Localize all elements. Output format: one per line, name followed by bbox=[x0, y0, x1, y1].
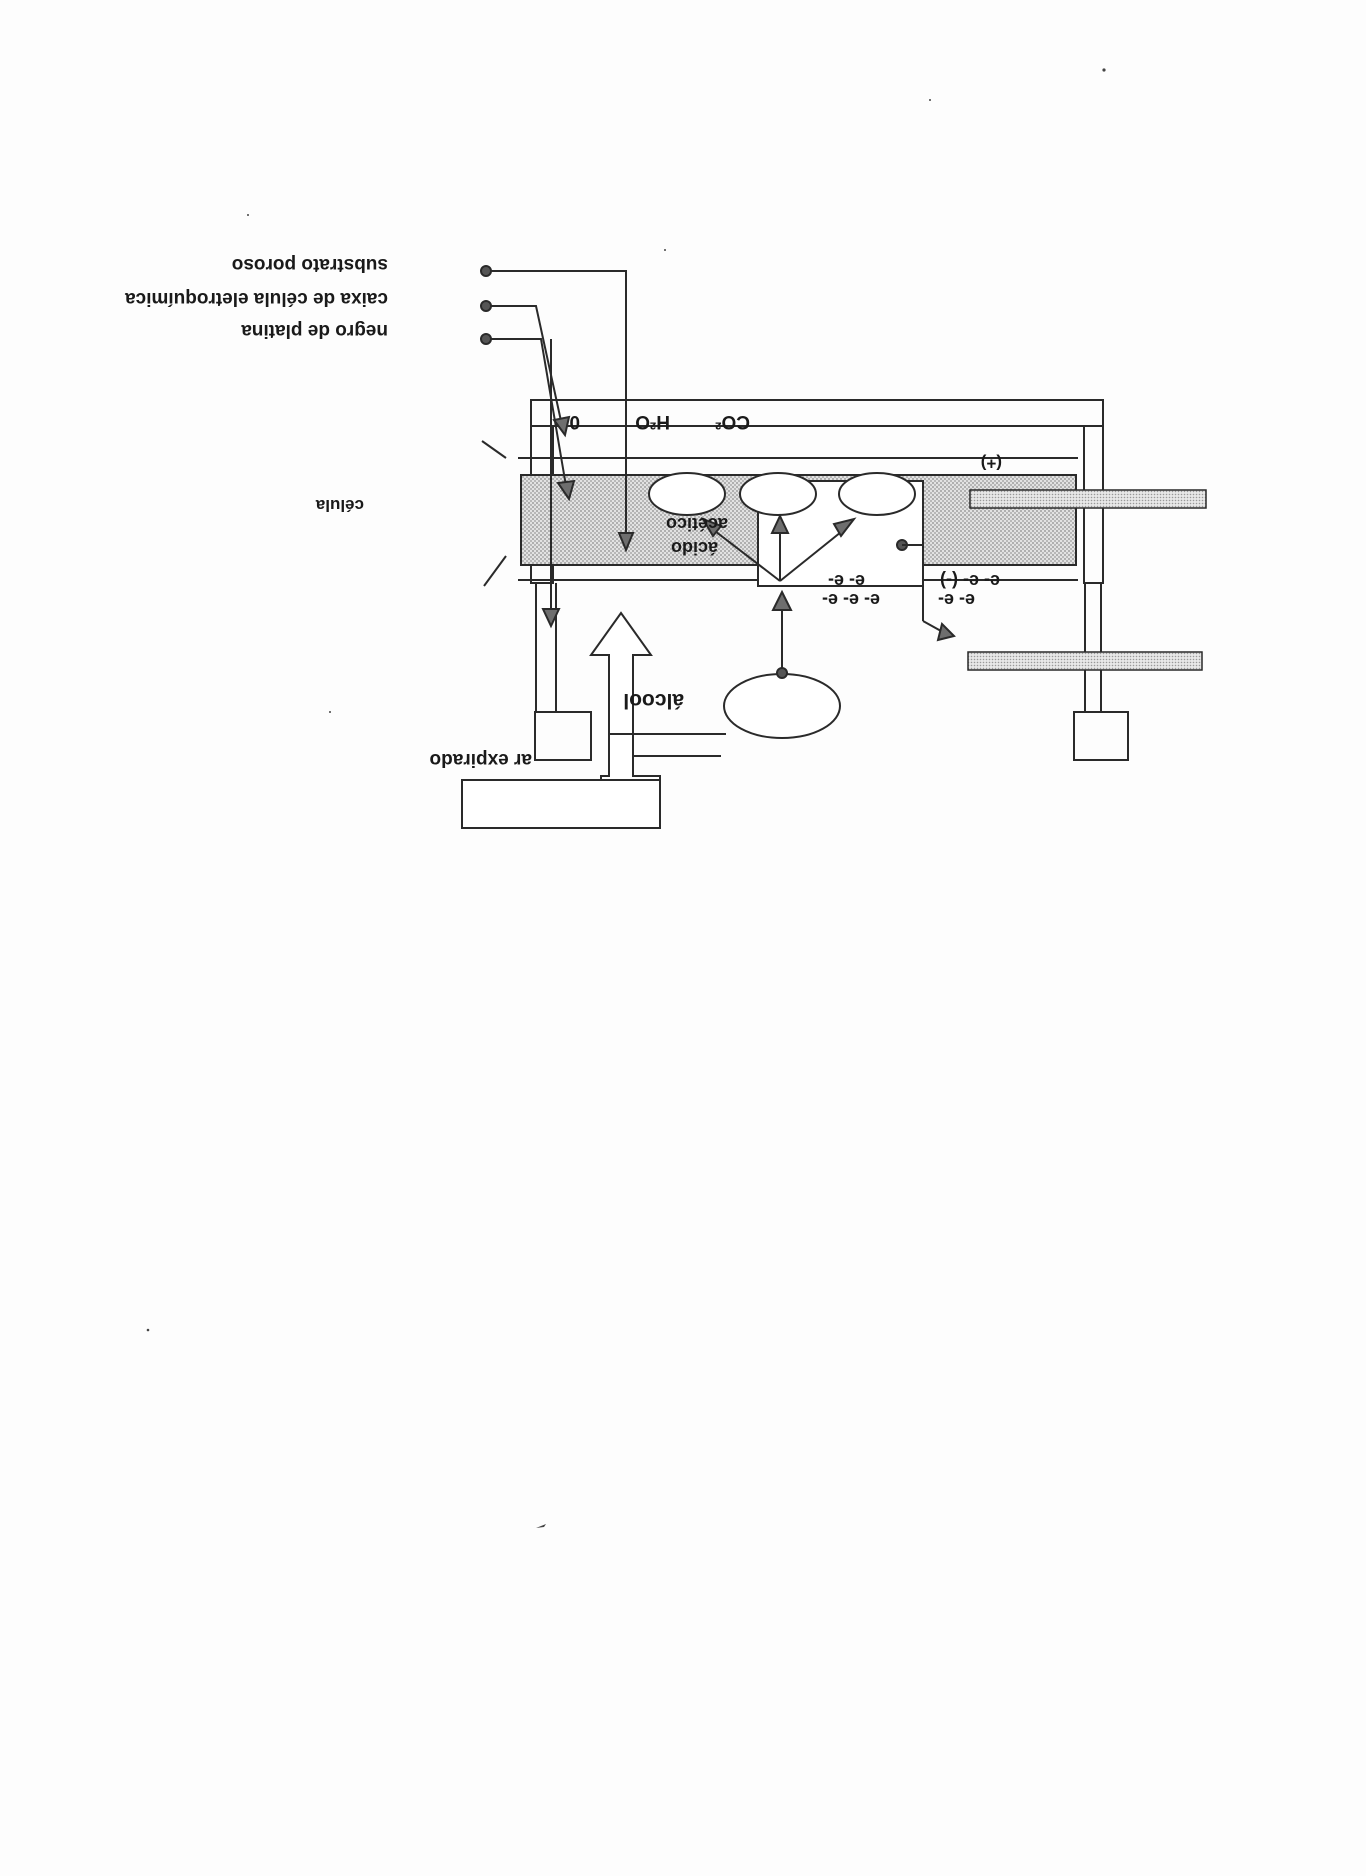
label-electrons-right-row1: e- e- bbox=[938, 590, 975, 610]
label-cell-housing: caixa de célula eletroquímica bbox=[125, 288, 388, 309]
label-acetic-acid-line2: acético bbox=[666, 514, 728, 534]
alcohol-arrow bbox=[771, 589, 793, 679]
label-porous-substrate: substrato poroso bbox=[232, 254, 388, 275]
rotated-diagram-group bbox=[461, 265, 1207, 829]
label-electrons-left-row2: e- e- bbox=[828, 571, 865, 591]
electron-arrow bbox=[896, 539, 956, 642]
positive-electrode bbox=[969, 489, 1207, 509]
label-water: H²O bbox=[635, 411, 670, 432]
scan-specks bbox=[146, 68, 1106, 1528]
label-electrons-right-row2: e- e- (-) bbox=[940, 571, 1000, 591]
alcohol-oval bbox=[723, 673, 841, 739]
negative-electrode bbox=[967, 651, 1203, 671]
label-electrons-left-row1: e- e- e- bbox=[822, 590, 880, 610]
label-alcohol: álcool bbox=[623, 689, 684, 712]
label-platinum-black: negro de platina bbox=[241, 320, 388, 341]
oxygen-oval bbox=[648, 472, 726, 516]
labels: substrato poroso caixa de célula eletroq… bbox=[125, 254, 1002, 770]
label-acetic-acid-line1: ácido bbox=[671, 538, 718, 558]
label-leaders bbox=[480, 265, 635, 629]
expired-air-arrow bbox=[461, 611, 726, 829]
product-arrows bbox=[700, 513, 857, 582]
label-expired-air: ar expirado bbox=[430, 749, 532, 770]
label-positive: (+) bbox=[981, 454, 1002, 473]
co2-oval bbox=[838, 472, 916, 516]
label-cell: célula bbox=[315, 496, 364, 515]
label-co2: CO² bbox=[715, 411, 750, 432]
label-oxygen: 0 bbox=[569, 411, 580, 432]
water-oval bbox=[739, 472, 817, 516]
